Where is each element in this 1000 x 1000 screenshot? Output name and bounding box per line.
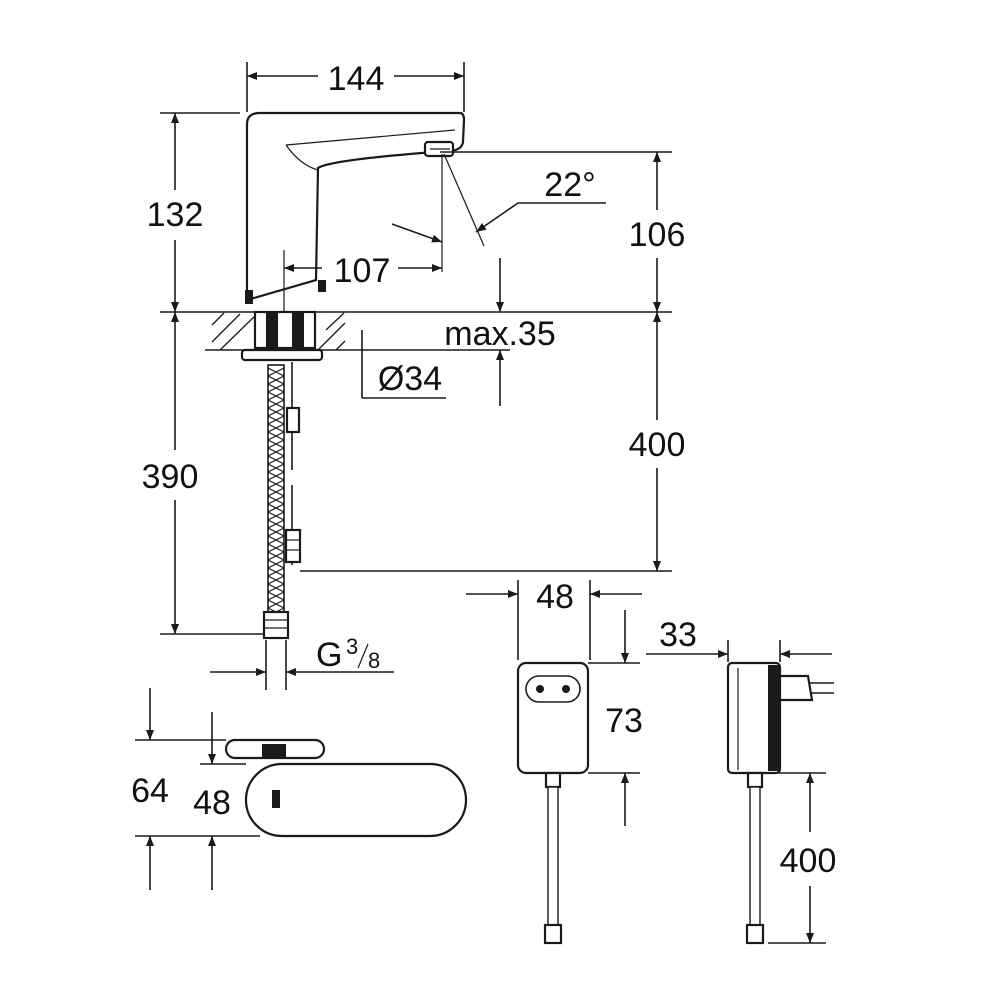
power-supply-front — [516, 661, 590, 945]
dim-handle-height-outer: 64 — [131, 772, 169, 810]
dim-handle-height-inner: 48 — [193, 784, 231, 822]
plug-socket-icon — [525, 675, 581, 703]
dim-hose-length: 390 — [142, 458, 199, 496]
dim-psu-height: 73 — [605, 702, 643, 740]
dim-psu-width: 48 — [536, 578, 574, 616]
power-supply-side — [726, 661, 834, 945]
dim-spout-height: 132 — [147, 196, 204, 234]
dim-max-thickness: max.35 — [444, 315, 556, 353]
dim-hole-diameter: Ø34 — [378, 360, 442, 398]
dim-top-width: 144 — [328, 60, 385, 98]
dim-psu-depth: 33 — [659, 616, 697, 654]
countertop-section — [205, 310, 346, 362]
thread-letter: G — [316, 636, 342, 674]
thread-denominator: 8 — [368, 648, 380, 673]
thread-numerator: 3 — [346, 634, 358, 659]
sensor-module-profile — [224, 738, 468, 838]
dimension-labels: 144 132 106 22° 107 max.35 Ø34 390 400 G… — [131, 60, 836, 880]
supply-hose — [262, 364, 290, 690]
dim-psu-cable-length: 400 — [780, 842, 837, 880]
sensor-cable — [284, 362, 302, 565]
dim-outlet-height: 106 — [629, 216, 686, 254]
dim-cable-length: 400 — [629, 426, 686, 464]
dim-spray-angle: 22° — [544, 166, 595, 204]
dim-spout-reach: 107 — [334, 252, 391, 290]
dim-thread: G 3 8 — [316, 634, 380, 674]
dimension-lines — [135, 62, 832, 944]
sensor-window-icon — [272, 790, 280, 808]
